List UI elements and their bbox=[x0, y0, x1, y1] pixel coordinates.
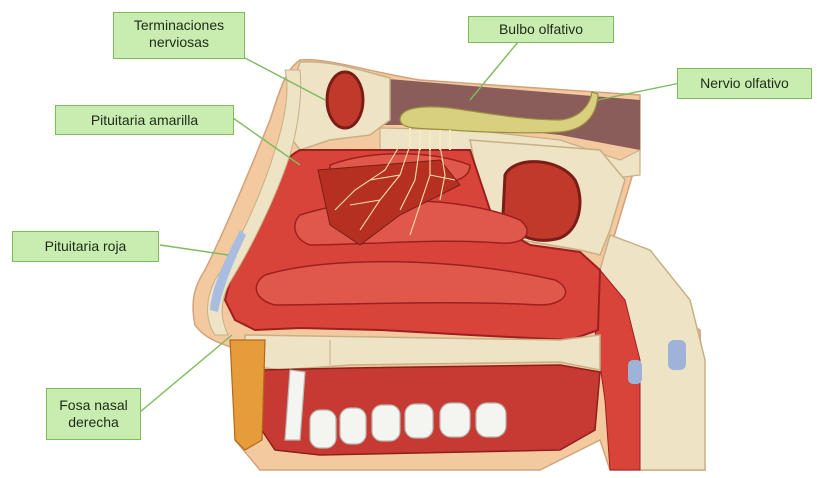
label-pituitaria-amarilla: Pituitaria amarilla bbox=[55, 105, 234, 135]
frontal-sinus bbox=[327, 72, 363, 128]
label-terminaciones-nerviosas: Terminaciones nerviosas bbox=[113, 12, 245, 59]
vertebral-disc-1 bbox=[668, 340, 686, 370]
label-fosa-nasal-derecha: Fosa nasal derecha bbox=[46, 388, 141, 440]
upper-lip bbox=[230, 340, 265, 450]
label-pituitaria-roja: Pituitaria roja bbox=[12, 231, 159, 262]
label-nervio-olfativo: Nervio olfativo bbox=[677, 68, 812, 99]
label-bulbo-olfativo: Bulbo olfativo bbox=[468, 16, 614, 43]
vertebral-disc-2 bbox=[628, 360, 642, 384]
